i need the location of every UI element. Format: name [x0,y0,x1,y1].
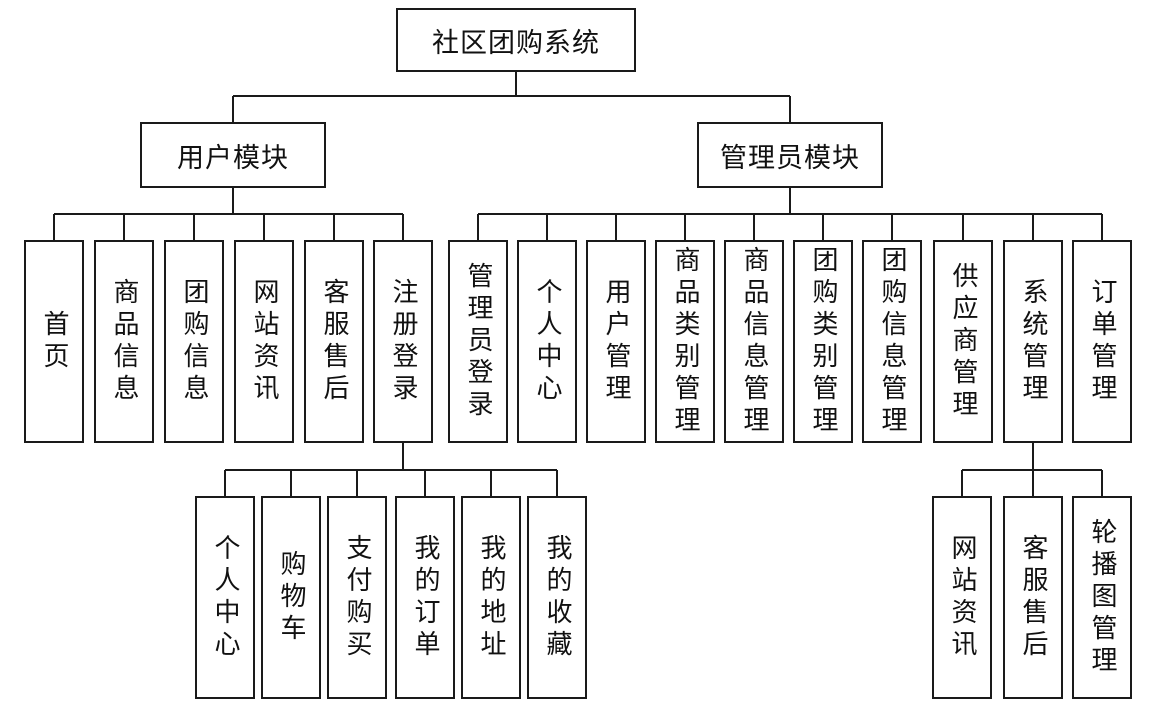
admin-item-label: 团购信息管理 [877,245,907,438]
admin-item-label: 订单管理 [1087,277,1117,406]
node-root-label: 社区团购系统 [432,27,600,59]
system-child: 网站资讯 [932,496,992,699]
node-admin-module-label: 管理员模块 [720,142,860,174]
admin-item-label: 商品信息管理 [739,245,769,438]
user-item: 商品信息 [94,240,154,443]
admin-item: 管理员登录 [448,240,508,443]
register-child: 我的订单 [395,496,455,699]
admin-item: 个人中心 [517,240,577,443]
system-child: 轮播图管理 [1072,496,1132,699]
register-child-label: 支付购买 [342,533,372,662]
node-user-module: 用户模块 [140,122,326,188]
user-item-label: 网站资讯 [249,277,279,406]
register-child: 支付购买 [327,496,387,699]
admin-item: 订单管理 [1072,240,1132,443]
register-child: 我的地址 [461,496,521,699]
user-item-label: 首页 [39,309,69,374]
admin-item-label: 供应商管理 [948,261,978,422]
user-item: 首页 [24,240,84,443]
admin-item: 团购类别管理 [793,240,853,443]
user-item-register-login: 注册登录 [373,240,433,443]
user-item: 网站资讯 [234,240,294,443]
user-item-label: 注册登录 [388,277,418,406]
admin-item-label: 商品类别管理 [670,245,700,438]
admin-item-label: 系统管理 [1018,277,1048,406]
register-child-label: 我的收藏 [542,533,572,662]
register-child-label: 购物车 [276,549,306,646]
admin-item: 团购信息管理 [862,240,922,443]
admin-item-label: 用户管理 [601,277,631,406]
register-child-label: 我的订单 [410,533,440,662]
user-item-label: 团购信息 [179,277,209,406]
register-child-label: 个人中心 [210,533,240,662]
admin-item: 用户管理 [586,240,646,443]
user-item-label: 客服售后 [319,277,349,406]
admin-item-label: 个人中心 [532,277,562,406]
node-admin-module: 管理员模块 [697,122,883,188]
node-root: 社区团购系统 [396,8,636,72]
admin-item-system: 系统管理 [1003,240,1063,443]
system-child: 客服售后 [1003,496,1063,699]
admin-item: 商品类别管理 [655,240,715,443]
admin-item-label: 团购类别管理 [808,245,838,438]
node-user-module-label: 用户模块 [177,142,289,174]
register-child: 个人中心 [195,496,255,699]
system-child-label: 客服售后 [1018,533,1048,662]
register-child: 购物车 [261,496,321,699]
admin-item-label: 管理员登录 [463,261,493,422]
register-child-label: 我的地址 [476,533,506,662]
admin-item: 供应商管理 [933,240,993,443]
admin-item: 商品信息管理 [724,240,784,443]
user-item-label: 商品信息 [109,277,139,406]
user-item: 客服售后 [304,240,364,443]
register-child: 我的收藏 [527,496,587,699]
system-child-label: 轮播图管理 [1087,517,1117,678]
user-item: 团购信息 [164,240,224,443]
system-child-label: 网站资讯 [947,533,977,662]
